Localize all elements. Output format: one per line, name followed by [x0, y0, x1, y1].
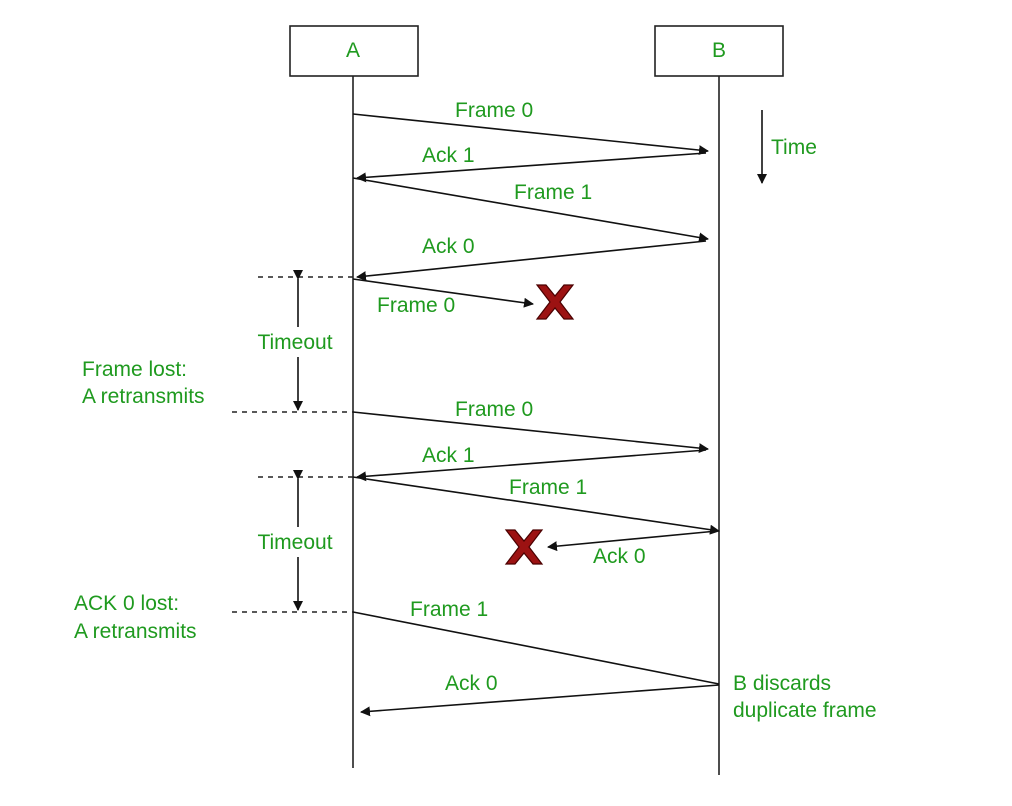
time-label: Time: [771, 136, 817, 159]
message-label-3: Frame 1: [514, 181, 592, 204]
message-arrow-4: [356, 240, 707, 282]
message-arrow-1: [352, 113, 709, 156]
node-b: B: [654, 25, 784, 77]
message-label-2: Ack 1: [422, 144, 475, 167]
message-arrow-6: [352, 411, 709, 454]
node-a: A: [289, 25, 419, 77]
message-arrow-2: [356, 152, 707, 183]
ack-lost-note-line-2: A retransmits: [74, 620, 197, 643]
message-label-8: Frame 1: [509, 476, 587, 499]
message-label-6: Frame 0: [455, 398, 533, 421]
message-arrow-11: [360, 684, 720, 717]
message-arrow-10: [352, 611, 720, 685]
timeout-label: Timeout: [257, 331, 332, 354]
node-b-label: B: [712, 39, 726, 62]
frame-lost-note-line-2: A retransmits: [82, 385, 205, 408]
node-a-label: A: [346, 39, 360, 62]
message-label-1: Frame 0: [455, 99, 533, 122]
ack-lost-note-line-1: ACK 0 lost:: [74, 592, 179, 615]
timeout-label-background: [246, 327, 344, 357]
b-discards-note-line-2: duplicate frame: [733, 699, 877, 722]
message-arrow-9: [547, 530, 718, 552]
timeout-label-background: [246, 527, 344, 557]
x-mark-icon: [535, 284, 575, 320]
timeout-label: Timeout: [257, 531, 332, 554]
message-label-5: Frame 0: [377, 294, 455, 317]
message-label-7: Ack 1: [422, 444, 475, 467]
message-arrow-8: [352, 476, 720, 535]
message-arrow-3: [352, 177, 709, 243]
x-mark-icon: [504, 529, 544, 565]
frame-lost-note-line-1: Frame lost:: [82, 358, 187, 381]
message-label-9: Ack 0: [593, 545, 646, 568]
message-label-4: Ack 0: [422, 235, 475, 258]
message-label-11: Ack 0: [445, 672, 498, 695]
b-discards-note-line-1: B discards: [733, 672, 831, 695]
message-arrow-5: [352, 278, 534, 308]
message-arrow-7: [356, 449, 707, 482]
message-label-10: Frame 1: [410, 598, 488, 621]
